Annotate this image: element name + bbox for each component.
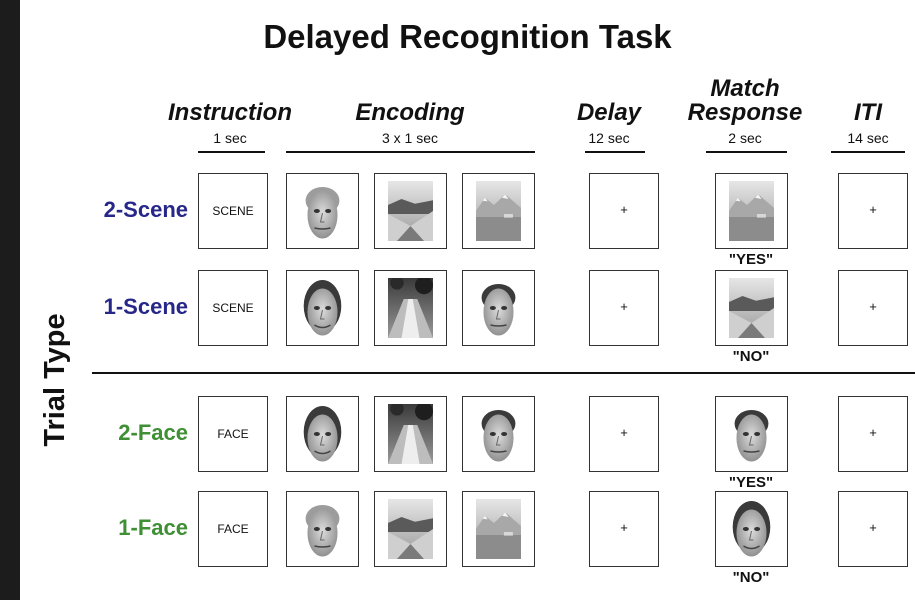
scene-snowy-peaks-image [476, 499, 521, 559]
column-underline-match [706, 151, 787, 153]
column-duration-instruction: 1 sec [213, 130, 247, 146]
match-response-answer: "YES" [728, 251, 774, 268]
fixation-cross: + [869, 299, 877, 314]
instruction-box [198, 270, 268, 346]
diagram-title: Delayed Recognition Task [263, 18, 672, 55]
column-underline-iti [831, 151, 905, 153]
instruction-box [198, 396, 268, 472]
delay-box [589, 396, 659, 472]
instruction-text: FACE [217, 427, 249, 441]
column-title-iti: ITI [854, 99, 882, 126]
scene-river-trees-image [388, 278, 433, 338]
fixation-cross: + [620, 520, 628, 535]
delay-box [589, 270, 659, 346]
delay-box [589, 491, 659, 567]
diagram-panel: Delayed Recognition Task Trial Type Inst… [20, 0, 915, 600]
match-response-answer: "NO" [732, 569, 770, 586]
column-title-encoding: Encoding [355, 99, 465, 126]
instruction-box [198, 491, 268, 567]
delay-box [589, 173, 659, 249]
face-female-smiling-image [303, 405, 342, 462]
column-duration-iti: 14 sec [847, 130, 889, 146]
match-response-answer: "NO" [732, 348, 770, 365]
fixation-cross: + [620, 299, 628, 314]
column-title-match: Match [710, 75, 780, 102]
scene-mountain-valley-image [388, 499, 433, 559]
fixation-cross: + [869, 425, 877, 440]
iti-box [838, 491, 908, 567]
face-male-dark-hair-image [481, 409, 516, 462]
match-response-answer: "YES" [728, 474, 774, 491]
column-underline-encoding [286, 151, 535, 153]
column-underline-instruction [198, 151, 265, 153]
instruction-text: SCENE [212, 204, 254, 218]
instruction-text: FACE [217, 522, 249, 536]
fixation-cross: + [869, 520, 877, 535]
row-label-2-scene: 2-Scene [103, 197, 188, 222]
face-female-smiling-image [303, 279, 342, 336]
face-male-dark-hair-image [481, 283, 516, 336]
column-title-delay: Delay [576, 99, 642, 126]
instruction-text: SCENE [212, 301, 254, 315]
scene-snowy-peaks-image [476, 181, 521, 241]
scene-river-trees-image [388, 404, 433, 464]
fixation-cross: + [620, 202, 628, 217]
face-male-blond-image [305, 186, 340, 239]
column-duration-encoding: 3 x 1 sec [381, 130, 439, 146]
face-female-smiling-image [732, 500, 771, 557]
instruction-box [198, 173, 268, 249]
column-underline-delay [585, 151, 645, 153]
iti-box [838, 396, 908, 472]
column-duration-match: 2 sec [728, 130, 762, 146]
iti-box [838, 270, 908, 346]
row-label-1-scene: 1-Scene [103, 294, 188, 319]
scene-snowy-peaks-image [729, 181, 774, 241]
fixation-cross: + [620, 425, 628, 440]
row-group-divider [92, 372, 915, 374]
column-duration-delay: 12 sec [588, 130, 630, 146]
iti-box [838, 173, 908, 249]
row-label-2-face: 2-Face [118, 420, 188, 445]
face-male-blond-image [305, 504, 340, 557]
row-label-1-face: 1-Face [118, 515, 188, 540]
face-male-dark-hair-image [734, 409, 769, 462]
column-title-match: Response [687, 99, 803, 126]
scene-mountain-valley-image [729, 278, 774, 338]
scene-mountain-valley-image [388, 181, 433, 241]
column-title-instruction: Instruction [168, 99, 292, 126]
fixation-cross: + [869, 202, 877, 217]
